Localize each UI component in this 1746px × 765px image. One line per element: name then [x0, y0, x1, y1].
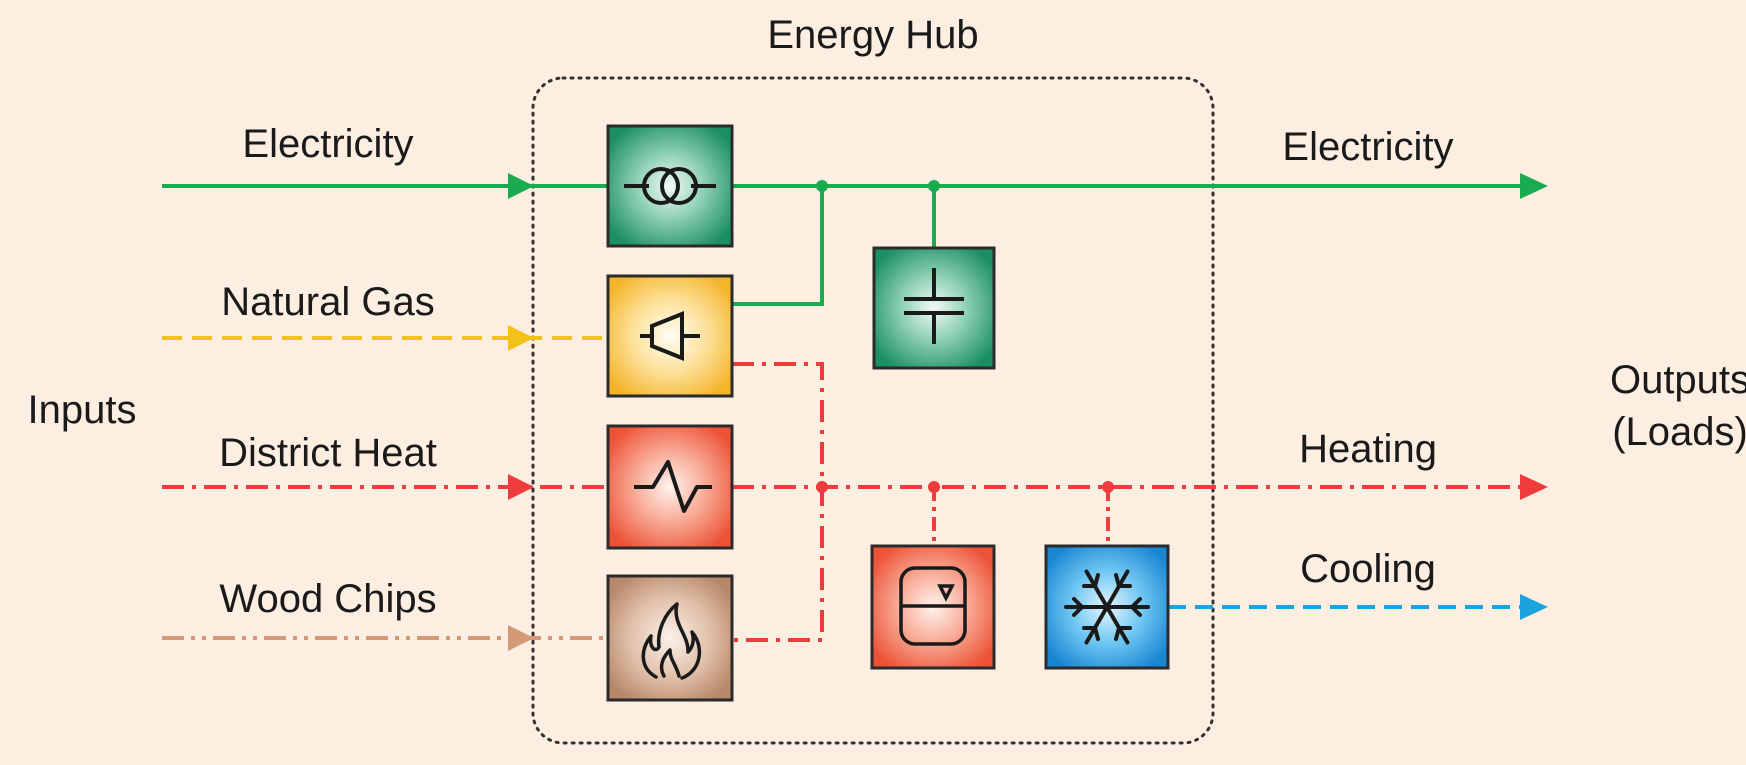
hub-title: Energy Hub — [767, 13, 978, 57]
gas-turbine-icon — [640, 311, 700, 361]
output-label-cooling: Cooling — [1300, 547, 1436, 591]
input-label-natural-gas: Natural Gas — [221, 280, 434, 324]
tank-icon — [899, 566, 967, 646]
district-heat-line — [162, 474, 1548, 546]
heat-exchanger-block — [606, 424, 734, 550]
outputs-label-line1: Outputs — [1610, 358, 1746, 402]
inputs-label: Inputs — [28, 388, 137, 432]
gas-turbine-block — [606, 274, 734, 398]
input-label-wood-chips: Wood Chips — [219, 577, 436, 621]
transformer-icon — [624, 167, 716, 205]
heat-storage-block — [870, 544, 996, 670]
flame-icon — [641, 602, 702, 680]
input-label-electricity: Electricity — [242, 122, 413, 166]
outputs-label-line2: (Loads) — [1612, 410, 1746, 454]
output-label-heating: Heating — [1299, 427, 1437, 471]
input-label-district-heat: District Heat — [219, 431, 437, 475]
heat-collector-line — [732, 362, 824, 642]
output-label-electricity: Electricity — [1282, 125, 1453, 169]
hub-boundary — [531, 76, 1215, 745]
wood-chip-furnace-block — [606, 574, 734, 702]
transformer-block — [606, 124, 734, 248]
heat-exchanger-icon — [634, 460, 712, 513]
electrical-storage-block — [872, 246, 996, 370]
natural-gas-input-line — [162, 325, 608, 351]
cooling-output-line — [1168, 594, 1548, 620]
absorption-chiller-block — [1044, 544, 1170, 670]
snowflake-icon — [1064, 569, 1150, 645]
wood-chips-input-line — [162, 625, 608, 651]
electricity-input-line — [162, 173, 608, 199]
electricity-output-line — [732, 173, 1548, 306]
capacitor-icon — [904, 268, 964, 344]
